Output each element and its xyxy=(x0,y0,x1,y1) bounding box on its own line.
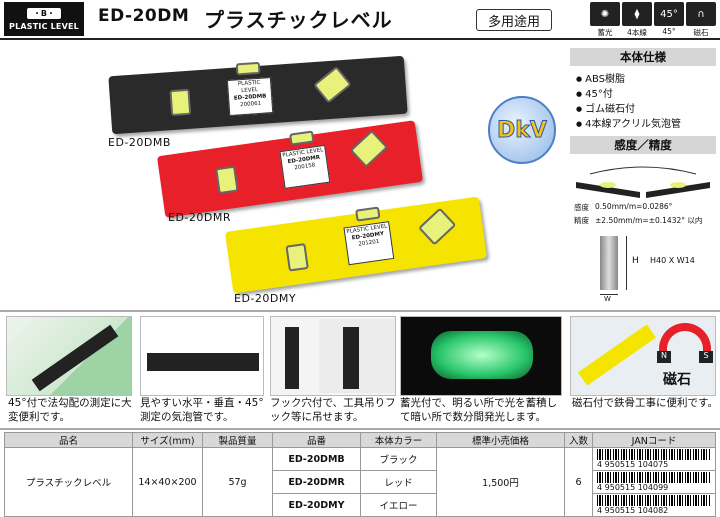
feature-icons: ✺ 蓄光 ⧫ 4本線 45° 45° ∩ 磁石 xyxy=(590,2,718,38)
product-label-red: ED-20DMR xyxy=(168,211,231,224)
level-yellow: PLASTIC LEVEL ED-20DMY 201201 xyxy=(224,196,488,294)
purpose-badge: 多用途用 xyxy=(476,9,552,31)
spec-panel: 本体仕様 ABS樹脂 45°付 ゴム磁石付 4本線アクリル気泡管 xyxy=(570,48,716,132)
vial-icon xyxy=(289,130,315,146)
photo-glow xyxy=(400,316,562,396)
spec-item: ABS樹脂 xyxy=(576,72,716,87)
feature-four-line: ⧫ 4本線 xyxy=(622,2,652,38)
spec-item: ゴム磁石付 xyxy=(576,102,716,117)
photo-caption: 45°付で法勾配の測定に大変便利です。 xyxy=(8,397,132,423)
col-header: 入数 xyxy=(564,432,593,448)
vial-icon xyxy=(235,61,261,76)
vial-icon xyxy=(285,243,309,272)
spec-item: 4本線アクリル気泡管 xyxy=(576,117,716,132)
vial-icon xyxy=(355,206,381,222)
col-header: サイズ(mm) xyxy=(132,432,203,448)
vial-icon xyxy=(215,165,239,195)
vial-icon xyxy=(418,207,457,246)
product-table: 品名 サイズ(mm) 製品質量 品番 本体カラー 標準小売価格 入数 JANコー… xyxy=(4,432,716,517)
level-plate: PLASTIC LEVEL ED-20DMR 200158 xyxy=(279,144,331,189)
page-title: プラスチックレベル xyxy=(204,8,393,32)
level-black: PLASTIC LEVEL ED-20DMB 200061 xyxy=(108,55,408,135)
photo-strip: 45°付で法勾配の測定に大変便利です。 見やすい水平・垂直・45°測定の気泡管で… xyxy=(0,310,720,430)
level-plate: PLASTIC LEVEL ED-20DMB 200061 xyxy=(226,77,274,117)
vial-icon xyxy=(313,66,352,104)
sensitivity-diagram xyxy=(576,166,710,198)
four-line-vial-icon: ⧫ xyxy=(622,2,652,26)
product-label-black: ED-20DMB xyxy=(108,136,171,149)
photo-45-degree xyxy=(6,316,132,396)
photo-hook xyxy=(270,316,396,396)
barcode xyxy=(597,472,711,483)
spec-list: ABS樹脂 45°付 ゴム磁石付 4本線アクリル気泡管 xyxy=(576,72,716,132)
barcode xyxy=(597,495,711,506)
vial-icon xyxy=(349,129,389,168)
photo-vials xyxy=(140,316,264,396)
accuracy-row: 精度±2.50mm/m=±0.1432° 以内 xyxy=(574,216,703,225)
model-number: ED-20DM xyxy=(98,6,190,26)
level-plate: PLASTIC LEVEL ED-20DMY 201201 xyxy=(343,221,395,266)
photo-caption: フック穴付で、工具吊りフック等に吊せます。 xyxy=(270,397,396,423)
barcode xyxy=(597,449,711,460)
photo-caption: 磁石付で鉄骨工事に便利です。 xyxy=(572,397,718,409)
col-header: 品番 xyxy=(272,432,361,448)
photo-caption: 見やすい水平・垂直・45°測定の気泡管です。 xyxy=(140,397,264,423)
magnet-badge: 磁石 xyxy=(663,372,691,388)
sensitivity-title: 感度／精度 xyxy=(570,136,716,154)
photo-caption: 蓄光付で、明るい所で光を蓄積して暗い所で数分間発光します。 xyxy=(400,397,558,423)
col-header: 品名 xyxy=(4,432,133,448)
level-red: PLASTIC LEVEL ED-20DMR 200158 xyxy=(156,120,424,218)
spec-title: 本体仕様 xyxy=(570,48,716,66)
feature-magnet: ∩ 磁石 xyxy=(686,2,716,38)
photo-magnet: N S 磁石 xyxy=(570,316,716,396)
col-header: 標準小売価格 xyxy=(436,432,565,448)
watermark-logo: DkV xyxy=(488,96,556,164)
product-label-yellow: ED-20DMY xyxy=(234,292,297,305)
angle-45-icon: 45° xyxy=(654,2,684,26)
table-row: プラスチックレベル 14×40×200 57g ED-20DMB ブラック 1,… xyxy=(4,447,716,517)
maker-badge: ・B・ xyxy=(26,7,62,19)
dimension-diagram: H H40 X W14 W xyxy=(596,232,716,304)
col-header: 製品質量 xyxy=(202,432,273,448)
brand-logo: ・B・ PLASTIC LEVEL xyxy=(4,2,84,36)
glow-icon: ✺ xyxy=(590,2,620,26)
table-header-row: 品名 サイズ(mm) 製品質量 品番 本体カラー 標準小売価格 入数 JANコー… xyxy=(4,432,716,448)
feature-glow: ✺ 蓄光 xyxy=(590,2,620,38)
feature-45: 45° 45° xyxy=(654,2,684,38)
col-header: 本体カラー xyxy=(360,432,437,448)
magnet-icon: ∩ xyxy=(686,2,716,26)
col-header: JANコード xyxy=(592,432,716,448)
category-label: PLASTIC LEVEL xyxy=(9,21,79,31)
vial-icon xyxy=(169,88,192,117)
spec-item: 45°付 xyxy=(576,87,716,102)
header-divider xyxy=(0,38,720,40)
